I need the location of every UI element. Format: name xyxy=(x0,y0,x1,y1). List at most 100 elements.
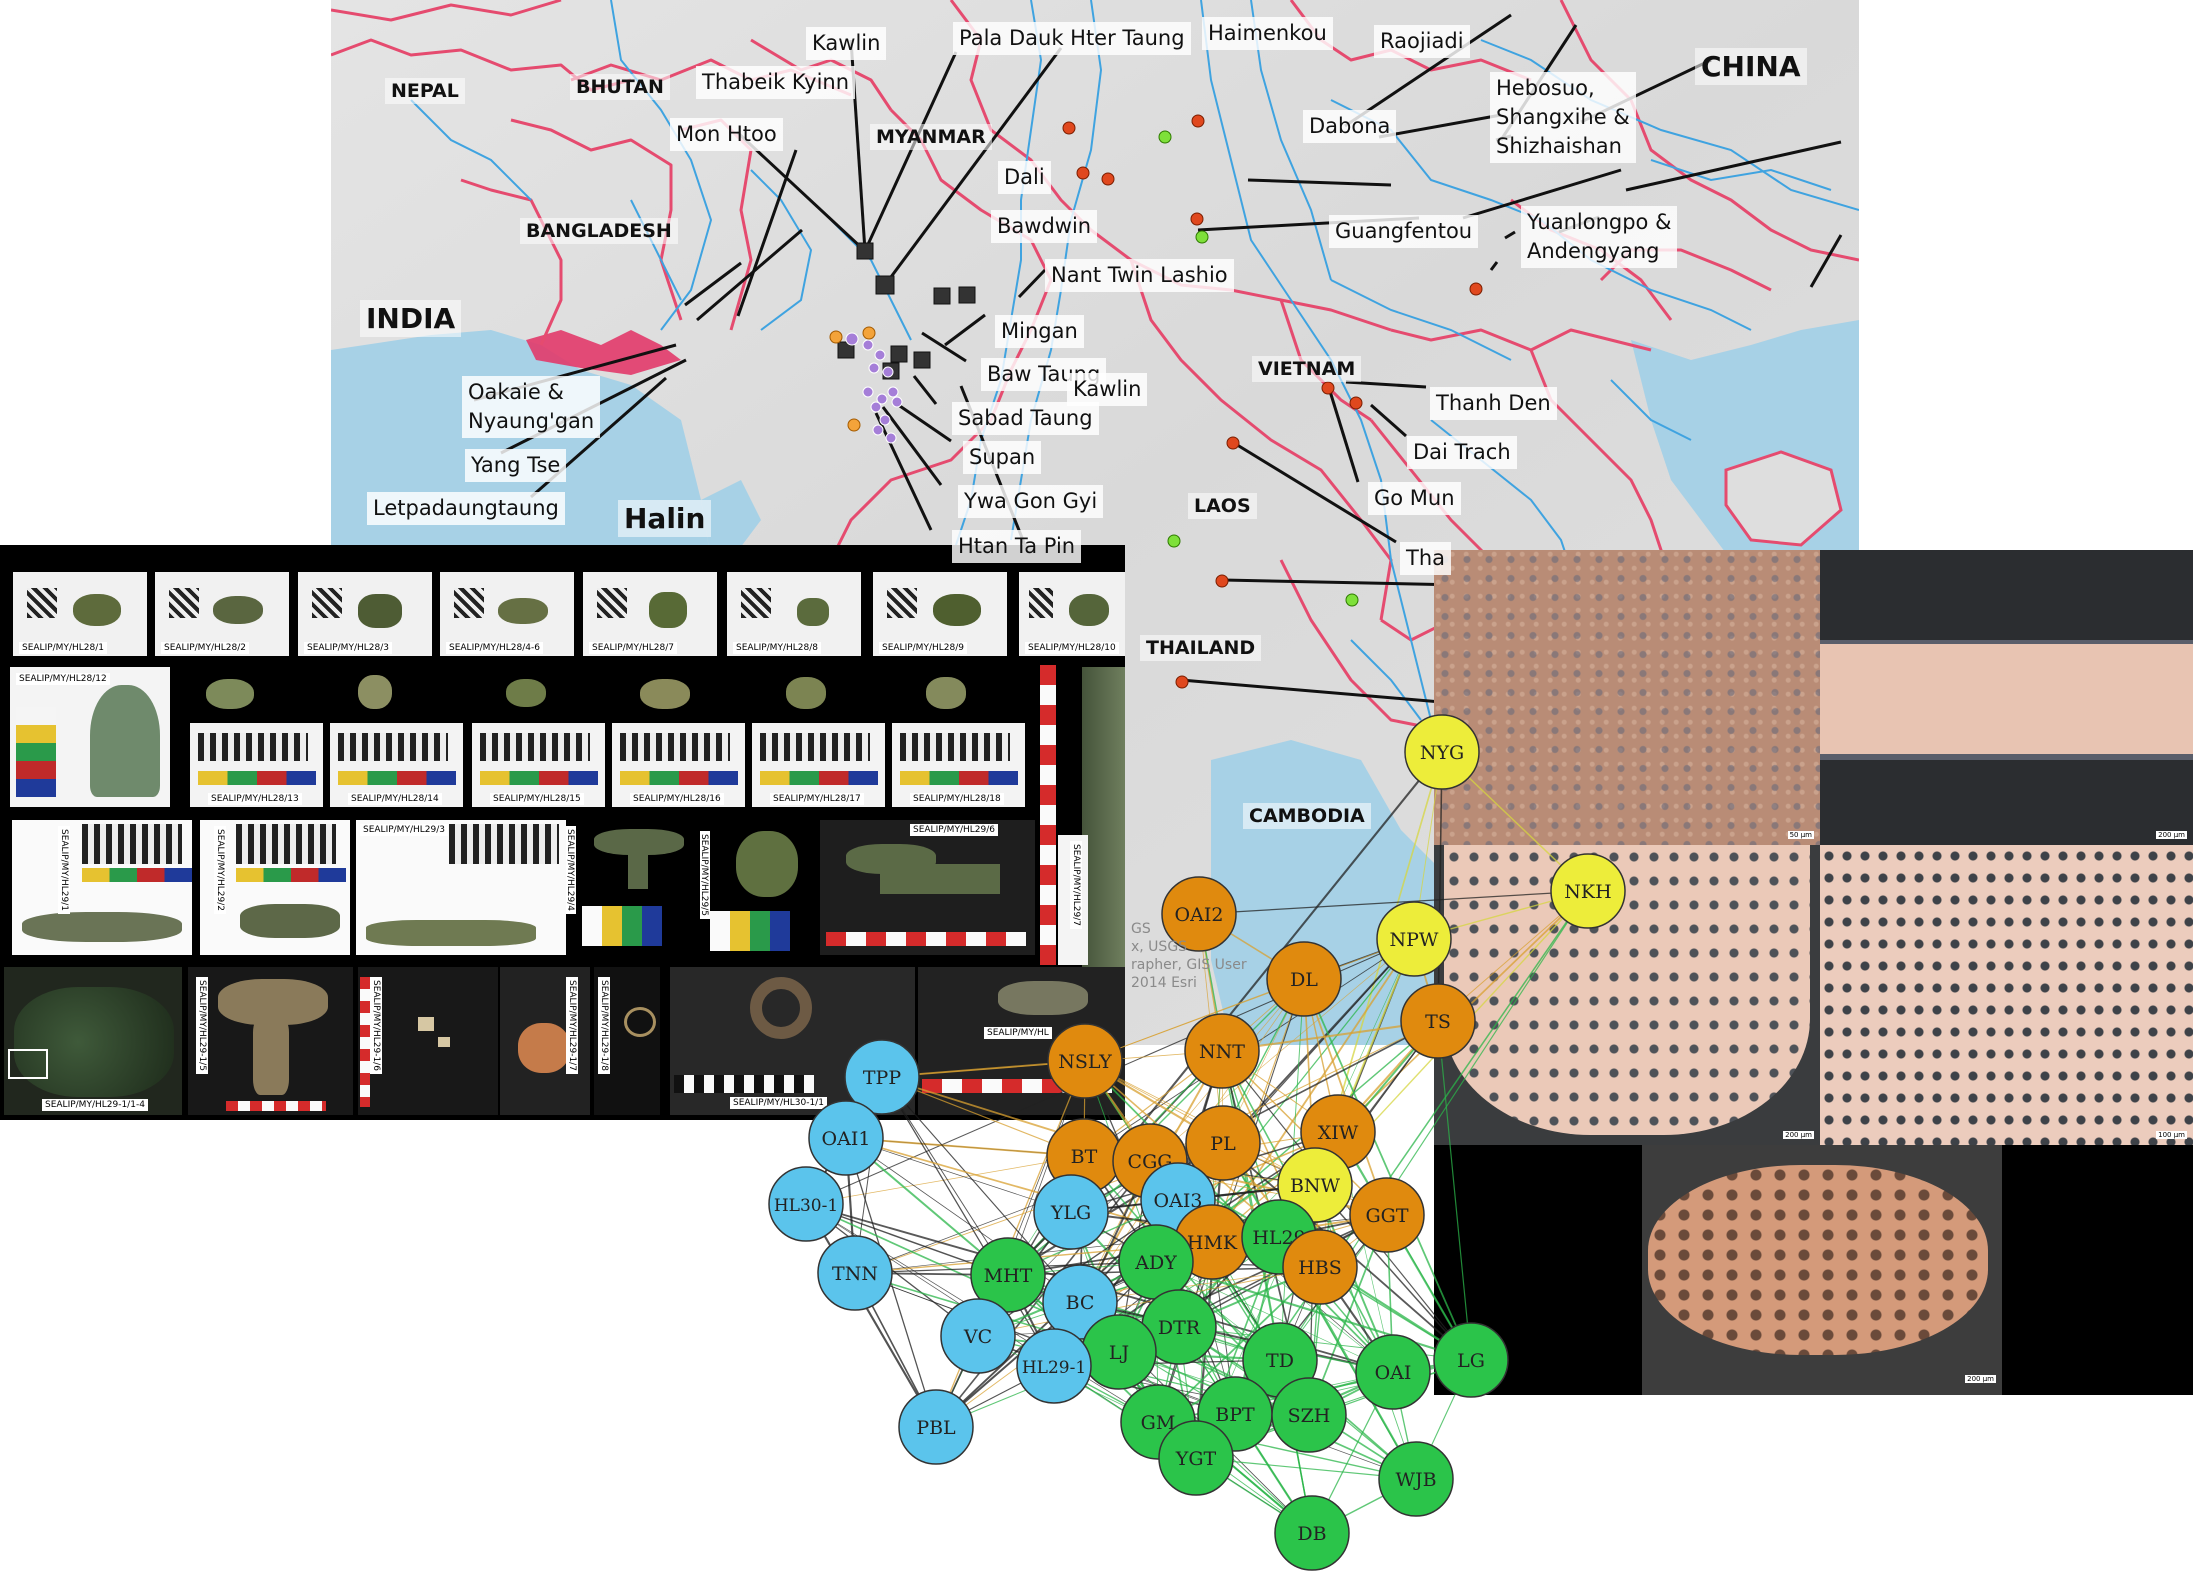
site-label: Sabad Taung xyxy=(952,402,1099,435)
network-node: TNN xyxy=(817,1235,893,1311)
micrograph: 200 μm xyxy=(1820,550,2193,845)
node-label: DB xyxy=(1297,1523,1326,1545)
artifact-photo: SEALIP/MY/HL29-1/6 xyxy=(358,967,498,1115)
node-label: NPW xyxy=(1390,929,1439,951)
node-label: GGT xyxy=(1365,1205,1408,1227)
country-label: CHINA xyxy=(1695,48,1807,85)
artifact-photo: SEALIP/MY/HL28/14 xyxy=(330,723,463,807)
photo-label: SEALIP/MY/HL28/18 xyxy=(910,793,1004,805)
country-label: NEPAL xyxy=(385,78,465,104)
artifact-photo-plate: SEALIP/MY/HL28/1 SEALIP/MY/HL28/2 SEALIP… xyxy=(0,545,1125,1120)
network-node: MHT xyxy=(970,1237,1046,1313)
photo-label: SEALIP/MY/HL28/2 xyxy=(161,642,249,654)
network-node: HL29-1 xyxy=(1016,1328,1092,1404)
photo-label: SEALIP/MY/HL28/16 xyxy=(630,793,724,805)
site-label: Pala Dauk Hter Taung xyxy=(953,22,1191,55)
node-label: NSLY xyxy=(1058,1051,1112,1073)
node-label: NNT xyxy=(1199,1041,1245,1063)
network-edge xyxy=(881,1076,1081,1303)
network-node: BNW xyxy=(1277,1147,1353,1223)
metallography-micrographs: 50 μm 200 μm 200 μm 100 μm 200 μm xyxy=(1434,550,2193,1400)
site-label: Tha xyxy=(1400,542,1452,575)
node-label: YGT xyxy=(1175,1448,1217,1470)
node-label: OAI2 xyxy=(1175,904,1224,926)
artifact-photo: SEALIP/MY/HL29/1 xyxy=(12,820,192,955)
site-label: Dali xyxy=(998,161,1051,194)
node-label: VC xyxy=(963,1326,992,1348)
site-label: Ywa Gon Gyi xyxy=(958,485,1104,518)
network-node: OAI2 xyxy=(1161,876,1237,952)
artifact-photo: SEALIP/MY/HL28/15 xyxy=(472,723,605,807)
site-label: Hebosuo, Shangxihe & Shizhaishan xyxy=(1490,72,1636,163)
site-label: Bawdwin xyxy=(991,210,1098,243)
network-node: SZH xyxy=(1271,1377,1347,1453)
node-circle xyxy=(1266,941,1342,1017)
artifact-photo: SEALIP/MY/HL28/13 xyxy=(190,723,323,807)
network-edge xyxy=(881,1076,1055,1367)
network-node: NNT xyxy=(1184,1013,1260,1089)
site-label: Thabeik Kyinn xyxy=(696,66,856,99)
artifact-photo xyxy=(1082,667,1125,967)
node-circle xyxy=(1349,1177,1425,1253)
photo-label: SEALIP/MY/HL28/8 xyxy=(733,642,821,654)
site-label: Haimenkou xyxy=(1202,17,1333,50)
micrograph: 50 μm xyxy=(1434,550,1820,845)
artifact-photo: SEALIP/MY/HL28/12 xyxy=(10,667,170,807)
network-edge xyxy=(935,1160,1151,1428)
artifact-photo: SEALIP/MY/HL28/18 xyxy=(892,723,1025,807)
node-circle xyxy=(898,1389,974,1465)
artifact-photo xyxy=(480,667,565,717)
network-node: PBL xyxy=(898,1389,974,1465)
artifact-photo: SEALIP/MY/HL29-1/1-4 xyxy=(4,967,182,1115)
orange-site-markers xyxy=(829,326,876,432)
site-label: Htan Ta Pin xyxy=(952,530,1082,563)
country-label: THAILAND xyxy=(1140,635,1262,661)
node-circle xyxy=(1158,1420,1234,1496)
node-circle xyxy=(768,1166,844,1242)
network-edge xyxy=(1211,978,1305,1243)
node-label: HL30-1 xyxy=(774,1196,838,1216)
network-edge xyxy=(1437,1020,1472,1361)
scale-label: 200 μm xyxy=(1783,1131,1814,1139)
network-edge xyxy=(805,1203,937,1428)
node-circle xyxy=(817,1235,893,1311)
artifact-photo: SEALIP/MY/HL28/3 xyxy=(298,572,432,656)
node-circle xyxy=(808,1100,884,1176)
node-circle xyxy=(1271,1377,1347,1453)
node-circle xyxy=(1033,1174,1109,1250)
node-label: TNN xyxy=(832,1263,878,1285)
artifact-photo: SEALIP/MY/HL28/1 xyxy=(13,572,147,656)
artifact-photo: SEALIP/MY/HL28/4-6 xyxy=(440,572,574,656)
network-node: OAI1 xyxy=(808,1100,884,1176)
artifact-photo: SEALIP/MY/HL29/6 xyxy=(820,820,1035,955)
node-label: BT xyxy=(1071,1146,1098,1168)
network-edge xyxy=(805,1155,1085,1205)
network-edge xyxy=(881,1076,1009,1276)
photo-label: SEALIP/MY/HL29/3 xyxy=(360,824,448,836)
artifact-photo: SEALIP/MY/HL28/8 xyxy=(727,572,861,656)
node-circle xyxy=(1404,714,1480,790)
site-label: Kawlin xyxy=(1067,373,1148,406)
artifact-photo: SEALIP/MY/HL29-1/7 xyxy=(500,967,590,1115)
node-circle xyxy=(1161,876,1237,952)
site-label: Yuanlongpo & Andengyang xyxy=(1521,206,1678,268)
micrograph: 200 μm xyxy=(1434,845,1820,1145)
node-circle xyxy=(1047,1023,1123,1099)
node-label: TPP xyxy=(863,1067,901,1089)
artifact-photo: SEALIP/MY/HL28/9 xyxy=(873,572,1007,656)
network-edge xyxy=(1211,938,1415,1243)
photo-label: SEALIP/MY/HL29/6 xyxy=(910,824,998,836)
network-node: OAI xyxy=(1355,1334,1431,1410)
country-label: LAOS xyxy=(1188,493,1257,519)
node-label: BC xyxy=(1066,1292,1095,1314)
site-label: Go Mun xyxy=(1368,482,1461,515)
photo-label: SEALIP/MY/HL28/13 xyxy=(208,793,302,805)
artifact-photo: SEALIP/MY/HL29-1/8 xyxy=(594,967,660,1115)
node-label: LJ xyxy=(1109,1342,1129,1364)
site-label: Mon Htoo xyxy=(670,118,783,151)
network-node: NYG xyxy=(1404,714,1480,790)
node-label: OAI3 xyxy=(1154,1190,1203,1212)
scale-label: 200 μm xyxy=(1965,1375,1996,1383)
node-circle xyxy=(1277,1147,1353,1223)
